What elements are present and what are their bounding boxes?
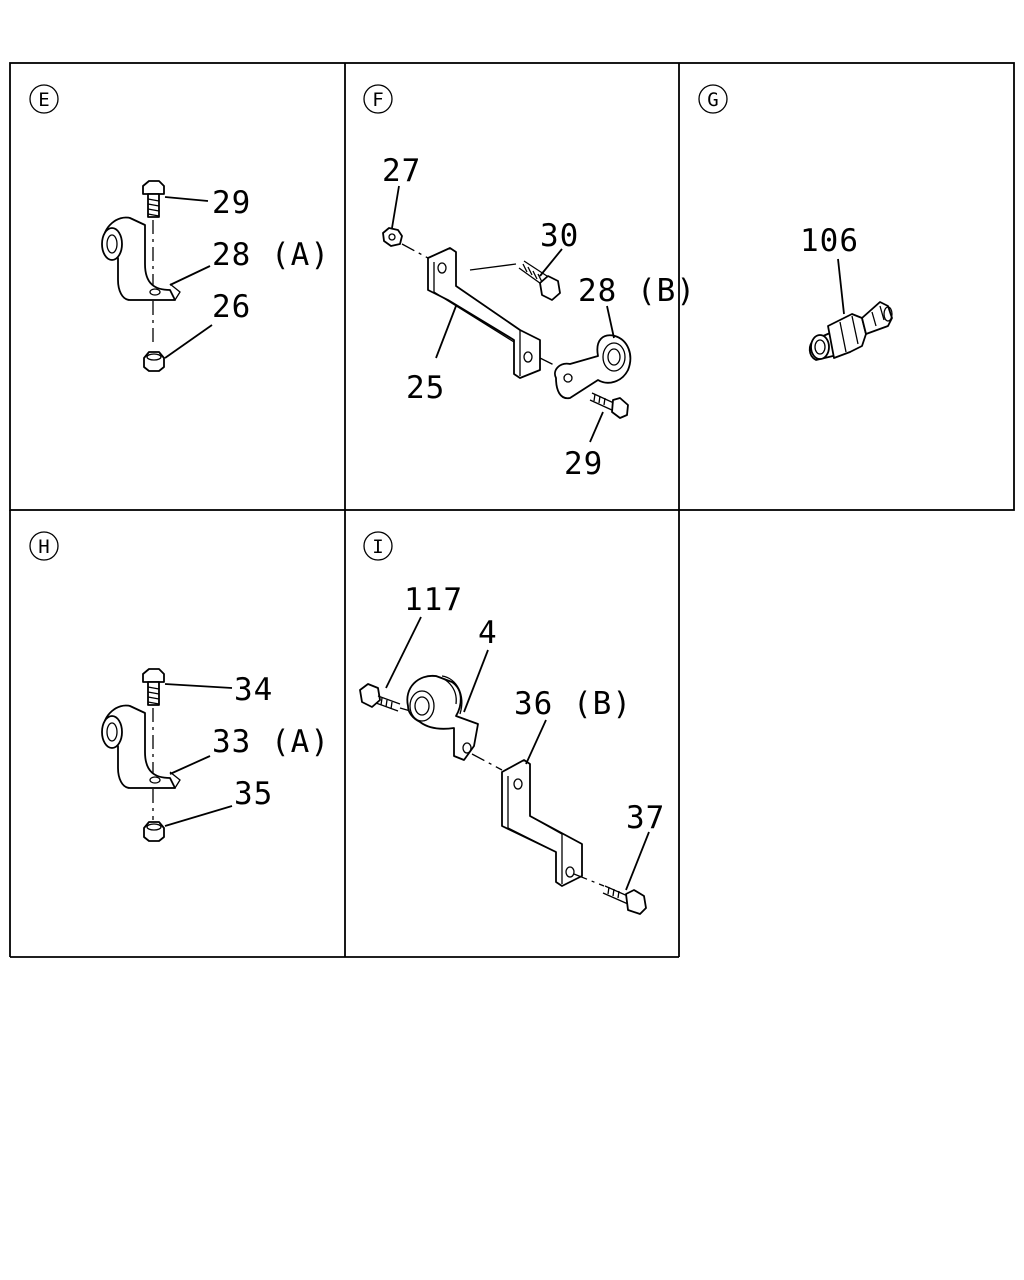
callout-34: 34: [234, 672, 273, 708]
callout-27: 27: [382, 153, 421, 189]
bolt-icon: [359, 683, 401, 712]
panel-marker-i: I: [363, 531, 393, 561]
callout-35: 35: [234, 776, 273, 812]
panel-grid: [9, 62, 1015, 958]
bolt-icon: [142, 668, 165, 706]
clamp-icon: [101, 704, 181, 789]
clamp-icon: [101, 216, 181, 301]
panel-marker-h: H: [29, 531, 59, 561]
panel-letter-e: E: [38, 89, 49, 111]
panel-marker-f: F: [363, 84, 393, 114]
callout-36b: 36 (B): [514, 686, 632, 722]
bracket-icon: [427, 247, 541, 379]
bolt-icon: [142, 180, 165, 218]
nut-icon: [382, 227, 403, 247]
callout-33a: 33 (A): [212, 724, 330, 760]
fitting-icon: [808, 301, 893, 361]
panel-letter-g: G: [707, 89, 718, 111]
panel-marker-e: E: [29, 84, 59, 114]
callout-117: 117: [404, 582, 463, 618]
nut-icon: [143, 351, 165, 372]
callout-25: 25: [406, 370, 445, 406]
panel-letter-i: I: [372, 536, 383, 558]
bolt-icon: [602, 885, 647, 915]
bolt-icon: [518, 260, 561, 301]
panel-f: F: [363, 84, 696, 482]
callout-4: 4: [478, 615, 498, 651]
bolt-icon: [589, 392, 629, 419]
callout-37: 37: [626, 800, 665, 836]
bracket-icon: [501, 759, 583, 887]
panel-e: E 29 28 (A) 26: [29, 84, 330, 372]
nut-icon: [143, 821, 165, 842]
panel-letter-f: F: [372, 89, 383, 111]
callout-29: 29: [212, 185, 251, 221]
callout-106: 106: [800, 223, 859, 259]
callout-28a: 28 (A): [212, 237, 330, 273]
callout-26: 26: [212, 289, 251, 325]
panel-letter-h: H: [38, 536, 49, 558]
callout-30: 30: [540, 218, 579, 254]
panel-marker-g: G: [698, 84, 728, 114]
panel-i: I: [359, 531, 665, 915]
callout-28b: 28 (B): [578, 273, 696, 309]
panel-h: H 34 33 (A) 35: [29, 531, 330, 842]
callout-29: 29: [564, 446, 603, 482]
clamp-icon: [406, 675, 479, 761]
clamp-icon: [539, 334, 632, 400]
panel-g: G 106: [698, 84, 893, 361]
